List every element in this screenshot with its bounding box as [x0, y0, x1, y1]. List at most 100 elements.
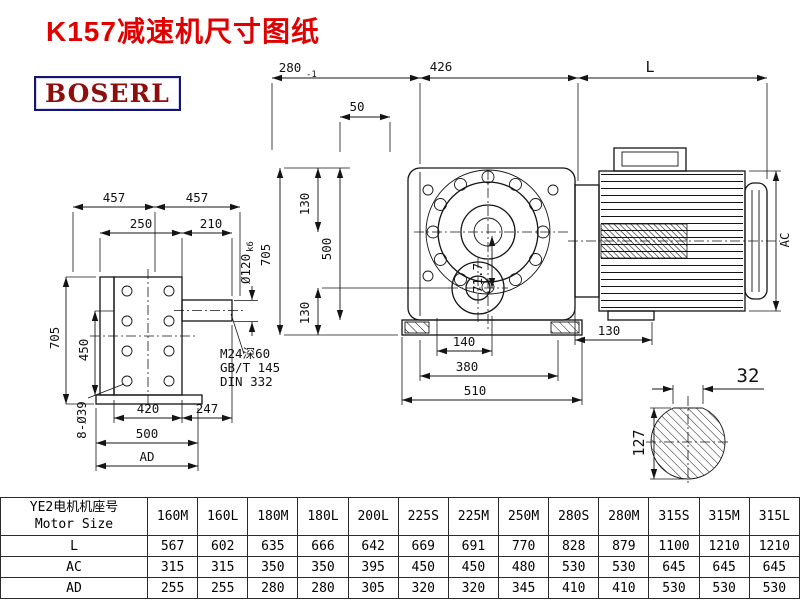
corner-header: YE2电机机座号 Motor Size: [0, 497, 148, 536]
column-header-315M: 315M: [698, 497, 750, 536]
bolt-hole: [163, 345, 175, 357]
side-view: 280 -1 426 L 50 705 130 500 130 71.7: [258, 58, 792, 405]
dim-130-motor: 130: [598, 323, 621, 338]
dim-510: 510: [464, 383, 487, 398]
cell-AD-180L: 280: [297, 577, 349, 599]
dim-71-7: 71.7: [470, 263, 485, 293]
cell-AC-160M: 315: [146, 556, 199, 578]
dim-280: 280: [279, 60, 302, 75]
cell-L-200L: 642: [347, 535, 399, 557]
motor-core: [600, 223, 688, 259]
page-title: K157减速机尺寸图纸: [46, 16, 320, 47]
dim-247: 247: [196, 401, 219, 416]
dim-426: 426: [430, 59, 453, 74]
dim-500-front: 500: [136, 426, 159, 441]
cell-AD-225S: 320: [397, 577, 449, 599]
cell-AC-200L: 395: [347, 556, 399, 578]
foot-section-left: [404, 321, 430, 334]
dim-140: 140: [453, 334, 476, 349]
cell-AC-225S: 450: [397, 556, 449, 578]
corner-line1: YE2电机机座号: [29, 499, 119, 515]
cell-AC-280M: 530: [598, 556, 650, 578]
dim-AD: AD: [139, 449, 154, 464]
column-header-225M: 225M: [447, 497, 499, 536]
column-header-200L: 200L: [347, 497, 399, 536]
note-thread: M24深60: [220, 346, 270, 361]
dim-50: 50: [349, 99, 364, 114]
note-din: DIN 332: [220, 374, 273, 389]
cell-AD-280S: 410: [548, 577, 600, 599]
dim-210: 210: [200, 216, 223, 231]
cell-L-225M: 691: [447, 535, 499, 557]
corner-line2: Motor Size: [34, 516, 114, 532]
cell-L-315S: 1100: [648, 535, 700, 557]
cell-L-160L: 602: [197, 535, 249, 557]
front-base: [95, 394, 203, 405]
cell-L-280S: 828: [548, 535, 600, 557]
cell-L-315L: 1210: [748, 535, 800, 557]
dim-450: 450: [76, 339, 91, 362]
boserl-logo: BOSERL: [34, 76, 181, 111]
bolt-hole: [121, 375, 133, 387]
column-header-160M: 160M: [146, 497, 199, 536]
bolt-hole: [163, 285, 175, 297]
bolt-hole: [121, 285, 133, 297]
motor-fan-cover: [744, 182, 768, 300]
cell-AD-160L: 255: [197, 577, 249, 599]
cell-AD-315L: 530: [748, 577, 800, 599]
cell-AC-160L: 315: [197, 556, 249, 578]
cell-AC-180L: 350: [297, 556, 349, 578]
cell-L-180M: 635: [247, 535, 299, 557]
cell-AC-250M: 480: [497, 556, 550, 578]
bolt-hole: [121, 315, 133, 327]
logo-text: BOSERL: [45, 79, 170, 108]
cell-L-160M: 567: [146, 535, 199, 557]
note-gbt: GB/T 145: [220, 360, 280, 375]
dim-705-front: 705: [47, 327, 62, 350]
dim-shaft-fit: k6: [246, 241, 256, 252]
column-header-315L: 315L: [748, 497, 800, 536]
dim-shaft-dia: Ø120: [238, 254, 253, 284]
dim-500-side: 500: [319, 238, 334, 261]
flange-bore: [460, 204, 516, 260]
column-header-280S: 280S: [548, 497, 600, 536]
motor-foot: [607, 310, 655, 321]
shaft-section: 32 127: [630, 365, 764, 486]
cell-L-225S: 669: [397, 535, 449, 557]
row-label-AD: AD: [0, 577, 148, 599]
cell-AC-225M: 450: [447, 556, 499, 578]
cell-AC-280S: 530: [548, 556, 600, 578]
dim-420: 420: [137, 401, 160, 416]
cell-AD-315S: 530: [648, 577, 700, 599]
column-header-315S: 315S: [648, 497, 700, 536]
terminal-box: [613, 147, 687, 172]
front-view: 457 457 250 210 705 450 8-Ø39 420 247: [47, 190, 280, 471]
dim-380: 380: [456, 359, 479, 374]
cell-AD-160M: 255: [146, 577, 199, 599]
column-header-280M: 280M: [598, 497, 650, 536]
dim-AC: AC: [777, 232, 792, 247]
column-header-250M: 250M: [497, 497, 550, 536]
dim-32: 32: [737, 365, 760, 387]
cell-AD-250M: 345: [497, 577, 550, 599]
row-label-AC: AC: [0, 556, 148, 578]
dim-705-side: 705: [258, 244, 273, 267]
column-header-180L: 180L: [297, 497, 349, 536]
dim-457-right: 457: [186, 190, 209, 205]
cell-L-315M: 1210: [698, 535, 750, 557]
dim-250: 250: [130, 216, 153, 231]
cell-L-280M: 879: [598, 535, 650, 557]
dim-127: 127: [630, 429, 648, 456]
cell-AD-315M: 530: [698, 577, 750, 599]
dim-130-lower: 130: [297, 302, 312, 325]
column-header-180M: 180M: [247, 497, 299, 536]
dim-280-tol: -1: [306, 70, 317, 80]
